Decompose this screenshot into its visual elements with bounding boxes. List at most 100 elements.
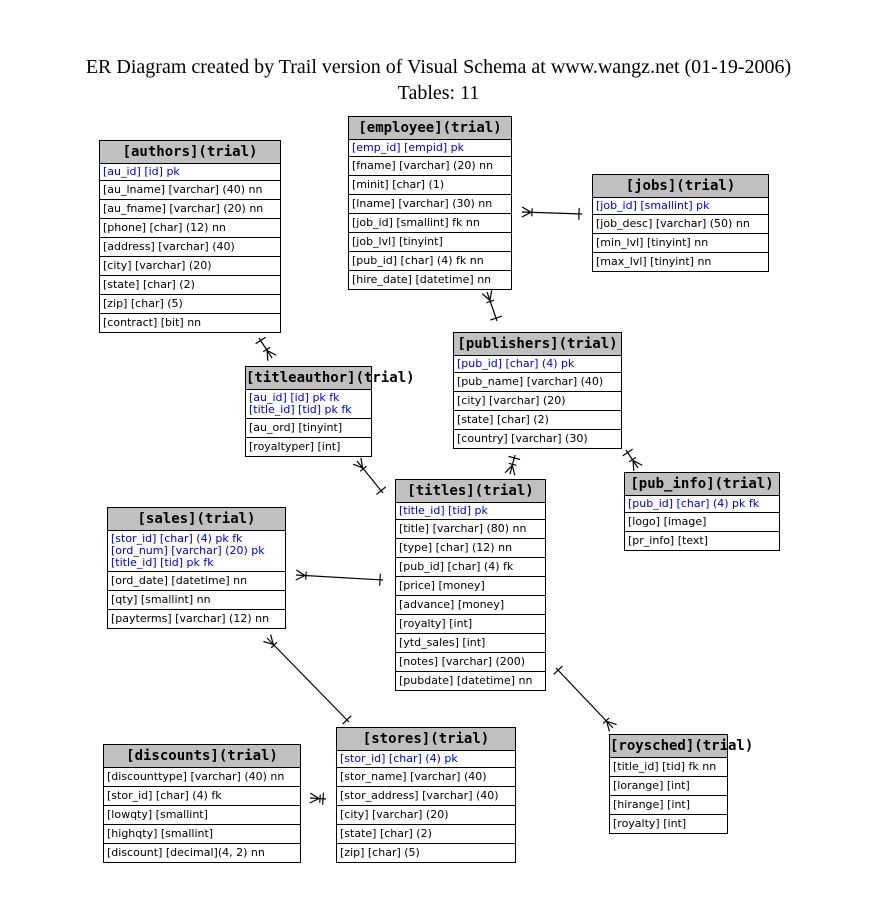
table-publishers[interactable]: [publishers](trial) [pub_id] [char] (4) …	[453, 332, 622, 449]
pk-column: [au_id] [id] pk	[103, 165, 180, 178]
relationship-roysched-titles-crowfoot-mark	[606, 720, 617, 726]
table-pub-info[interactable]: [pub_info](trial) [pub_id] [char] (4) pk…	[624, 472, 780, 551]
column-row: [notes] [varchar] (200)	[396, 653, 545, 672]
primary-key-block: [pub_id] [char] (4) pk fk	[625, 496, 779, 513]
diagram-title: ER Diagram created by Trail version of V…	[85, 56, 792, 78]
column-row: [discount] [decimal](4, 2) nn	[107, 846, 265, 859]
table-stores[interactable]: [stores](trial) [stor_id] [char] (4) pk …	[336, 727, 516, 863]
column-row: [qty] [smallint] nn	[108, 591, 285, 610]
pk-column: [title_id] [tid] pk	[399, 504, 488, 517]
pk-column: [pub_id] [char] (4) pk fk	[628, 497, 760, 510]
relationship-sales-stores-crowfoot-bar	[270, 641, 278, 649]
column-row: [job_id] [smallint] fk nn	[349, 214, 511, 233]
column-row: [pub_id] [char] (4) fk	[396, 558, 545, 577]
relationship-titleauthor-authors-crowfoot-mark	[266, 349, 277, 356]
primary-key-block: [au_id] [id] pk	[100, 164, 280, 181]
relationship-employee-publishers-crowfoot-mark	[489, 290, 493, 301]
table-header: [roysched](trial)	[610, 735, 753, 758]
table-header: [publishers](trial)	[454, 333, 621, 356]
primary-key-block: [stor_id] [char] (4) pk fk [ord_num] [va…	[108, 531, 285, 572]
pk-column: [job_id] [smallint] pk	[596, 199, 710, 212]
relationship-employee-publishers-crowfoot-mark	[481, 293, 491, 301]
relationship-discounts-stores-crowfoot-mark	[309, 798, 320, 804]
column-row: [city] [varchar] (20)	[100, 257, 280, 276]
primary-key-block: [au_id] [id] pk fk [title_id] [tid] pk f…	[246, 390, 371, 419]
column-row: [job_desc] [varchar] (50) nn	[593, 215, 768, 234]
column-row: [hirange] [int]	[610, 796, 727, 815]
table-jobs[interactable]: [jobs](trial) [job_id] [smallint] pk [jo…	[592, 174, 769, 272]
relationship-employee-publishers-crowfoot-bar	[486, 299, 495, 304]
column-row: [lname] [varchar] (30) nn	[349, 195, 511, 214]
relationship-titleauthor-authors-crowfoot-mark	[266, 350, 269, 361]
table-authors[interactable]: [authors](trial) [au_id] [id] pk [au_lna…	[99, 140, 281, 333]
relationship-pub_info-publishers-crowfoot-mark	[632, 459, 643, 466]
relationship-titleauthor-titles-crowfoot-mark	[352, 463, 363, 469]
column-row: [lowqty] [smallint]	[104, 806, 300, 825]
column-row: [lorange] [int]	[610, 777, 727, 796]
column-row: [address] [varchar] (40)	[100, 238, 280, 257]
column-row: [au_fname] [varchar] (20) nn	[100, 200, 280, 219]
relationship-roysched-titles-crowfoot-mark	[606, 721, 610, 732]
column-row: [ord_date] [datetime] nn	[108, 572, 285, 591]
relationship-roysched-titles-line	[555, 667, 614, 729]
column-row: [ytd_sales] [int]	[396, 634, 545, 653]
column-row: [royalty] [int]	[396, 615, 545, 634]
relationship-titles-publishers-crowfoot-bar	[508, 462, 517, 466]
primary-key-block: [stor_id] [char] (4) pk	[337, 751, 515, 768]
table-employee[interactable]: [employee](trial) [emp_id] [empid] pk [f…	[348, 116, 512, 290]
column-row: [logo] [image]	[625, 513, 779, 532]
relationship-pub_info-publishers-one-bar	[622, 448, 633, 457]
column-row: [royalty] [int]	[613, 817, 687, 830]
primary-key-block: [emp_id] [empid] pk	[349, 140, 511, 157]
column-row: [price] [money]	[396, 577, 545, 596]
pk-column: [emp_id] [empid] pk	[352, 141, 465, 154]
relationship-pub_info-publishers-line	[625, 449, 639, 469]
column-row: [state] [char] (2)	[337, 825, 515, 844]
table-roysched[interactable]: [roysched](trial) [title_id] [tid] fk nn…	[609, 734, 753, 834]
relationship-sales-stores-crowfoot-mark	[269, 634, 274, 645]
primary-key-block: [pub_id] [char] (4) pk	[454, 356, 621, 373]
column-row: [city] [varchar] (20)	[337, 806, 515, 825]
relationship-titleauthor-titles-crowfoot-bar	[359, 465, 367, 472]
pk-column: [stor_id] [char] (4) pk fk	[111, 532, 243, 545]
pk-column: [au_id] [id] pk fk	[249, 391, 340, 404]
column-row: [pr_info] [text]	[628, 534, 709, 547]
column-row: [pub_name] [varchar] (40)	[454, 373, 621, 392]
primary-key-block: [job_id] [smallint] pk	[593, 198, 768, 215]
table-header: [jobs](trial)	[593, 175, 768, 198]
column-row: [stor_name] [varchar] (40)	[337, 768, 515, 787]
column-row: [advance] [money]	[396, 596, 545, 615]
table-count: Tables: 11	[397, 82, 480, 104]
column-row: [job_lvl] [tinyint]	[349, 233, 511, 252]
column-row: [min_lvl] [tinyint] nn	[593, 234, 768, 253]
column-row: [state] [char] (2)	[454, 411, 621, 430]
table-header: [employee](trial)	[349, 117, 511, 140]
table-header: [stores](trial)	[337, 728, 515, 751]
column-row: [minit] [char] (1)	[349, 176, 511, 195]
column-row: [pubdate] [datetime] nn	[399, 674, 533, 687]
pk-column: [stor_id] [char] (4) pk	[340, 752, 458, 765]
table-sales[interactable]: [sales](trial) [stor_id] [char] (4) pk f…	[107, 507, 286, 629]
primary-key-block: [title_id] [tid] pk	[396, 503, 545, 520]
relationship-titleauthor-titles-one-bar	[376, 486, 387, 495]
relationship-titleauthor-titles-line	[356, 460, 384, 494]
column-row: [country] [varchar] (30)	[457, 432, 588, 445]
relationship-sales-titles-crowfoot-mark	[295, 569, 306, 577]
relationship-employee-publishers-one-bar	[490, 315, 502, 321]
relationship-pub_info-publishers-crowfoot-bar	[628, 456, 637, 463]
table-header: [titleauthor](trial)	[246, 367, 415, 390]
relationship-discounts-stores-crowfoot-mark	[309, 792, 320, 800]
column-row: [stor_address] [varchar] (40)	[337, 787, 515, 806]
relationship-employee-jobs-crowfoot-mark	[521, 211, 532, 218]
relationship-sales-titles-line	[295, 574, 384, 581]
table-titles[interactable]: [titles](trial) [title_id] [tid] pk [tit…	[395, 479, 546, 691]
column-row: [city] [varchar] (20)	[454, 392, 621, 411]
pk-column: [ord_num] [varchar] (20) pk	[111, 544, 265, 557]
column-row: [pub_id] [char] (4) fk nn	[349, 252, 511, 271]
table-titleauthor[interactable]: [titleauthor](trial) [au_id] [id] pk fk …	[245, 366, 415, 457]
column-row: [fname] [varchar] (20) nn	[349, 157, 511, 176]
table-discounts[interactable]: [discounts](trial) [discounttype] [varch…	[103, 744, 301, 863]
column-row: [state] [char] (2)	[100, 276, 280, 295]
column-row: [stor_id] [char] (4) fk	[104, 787, 300, 806]
